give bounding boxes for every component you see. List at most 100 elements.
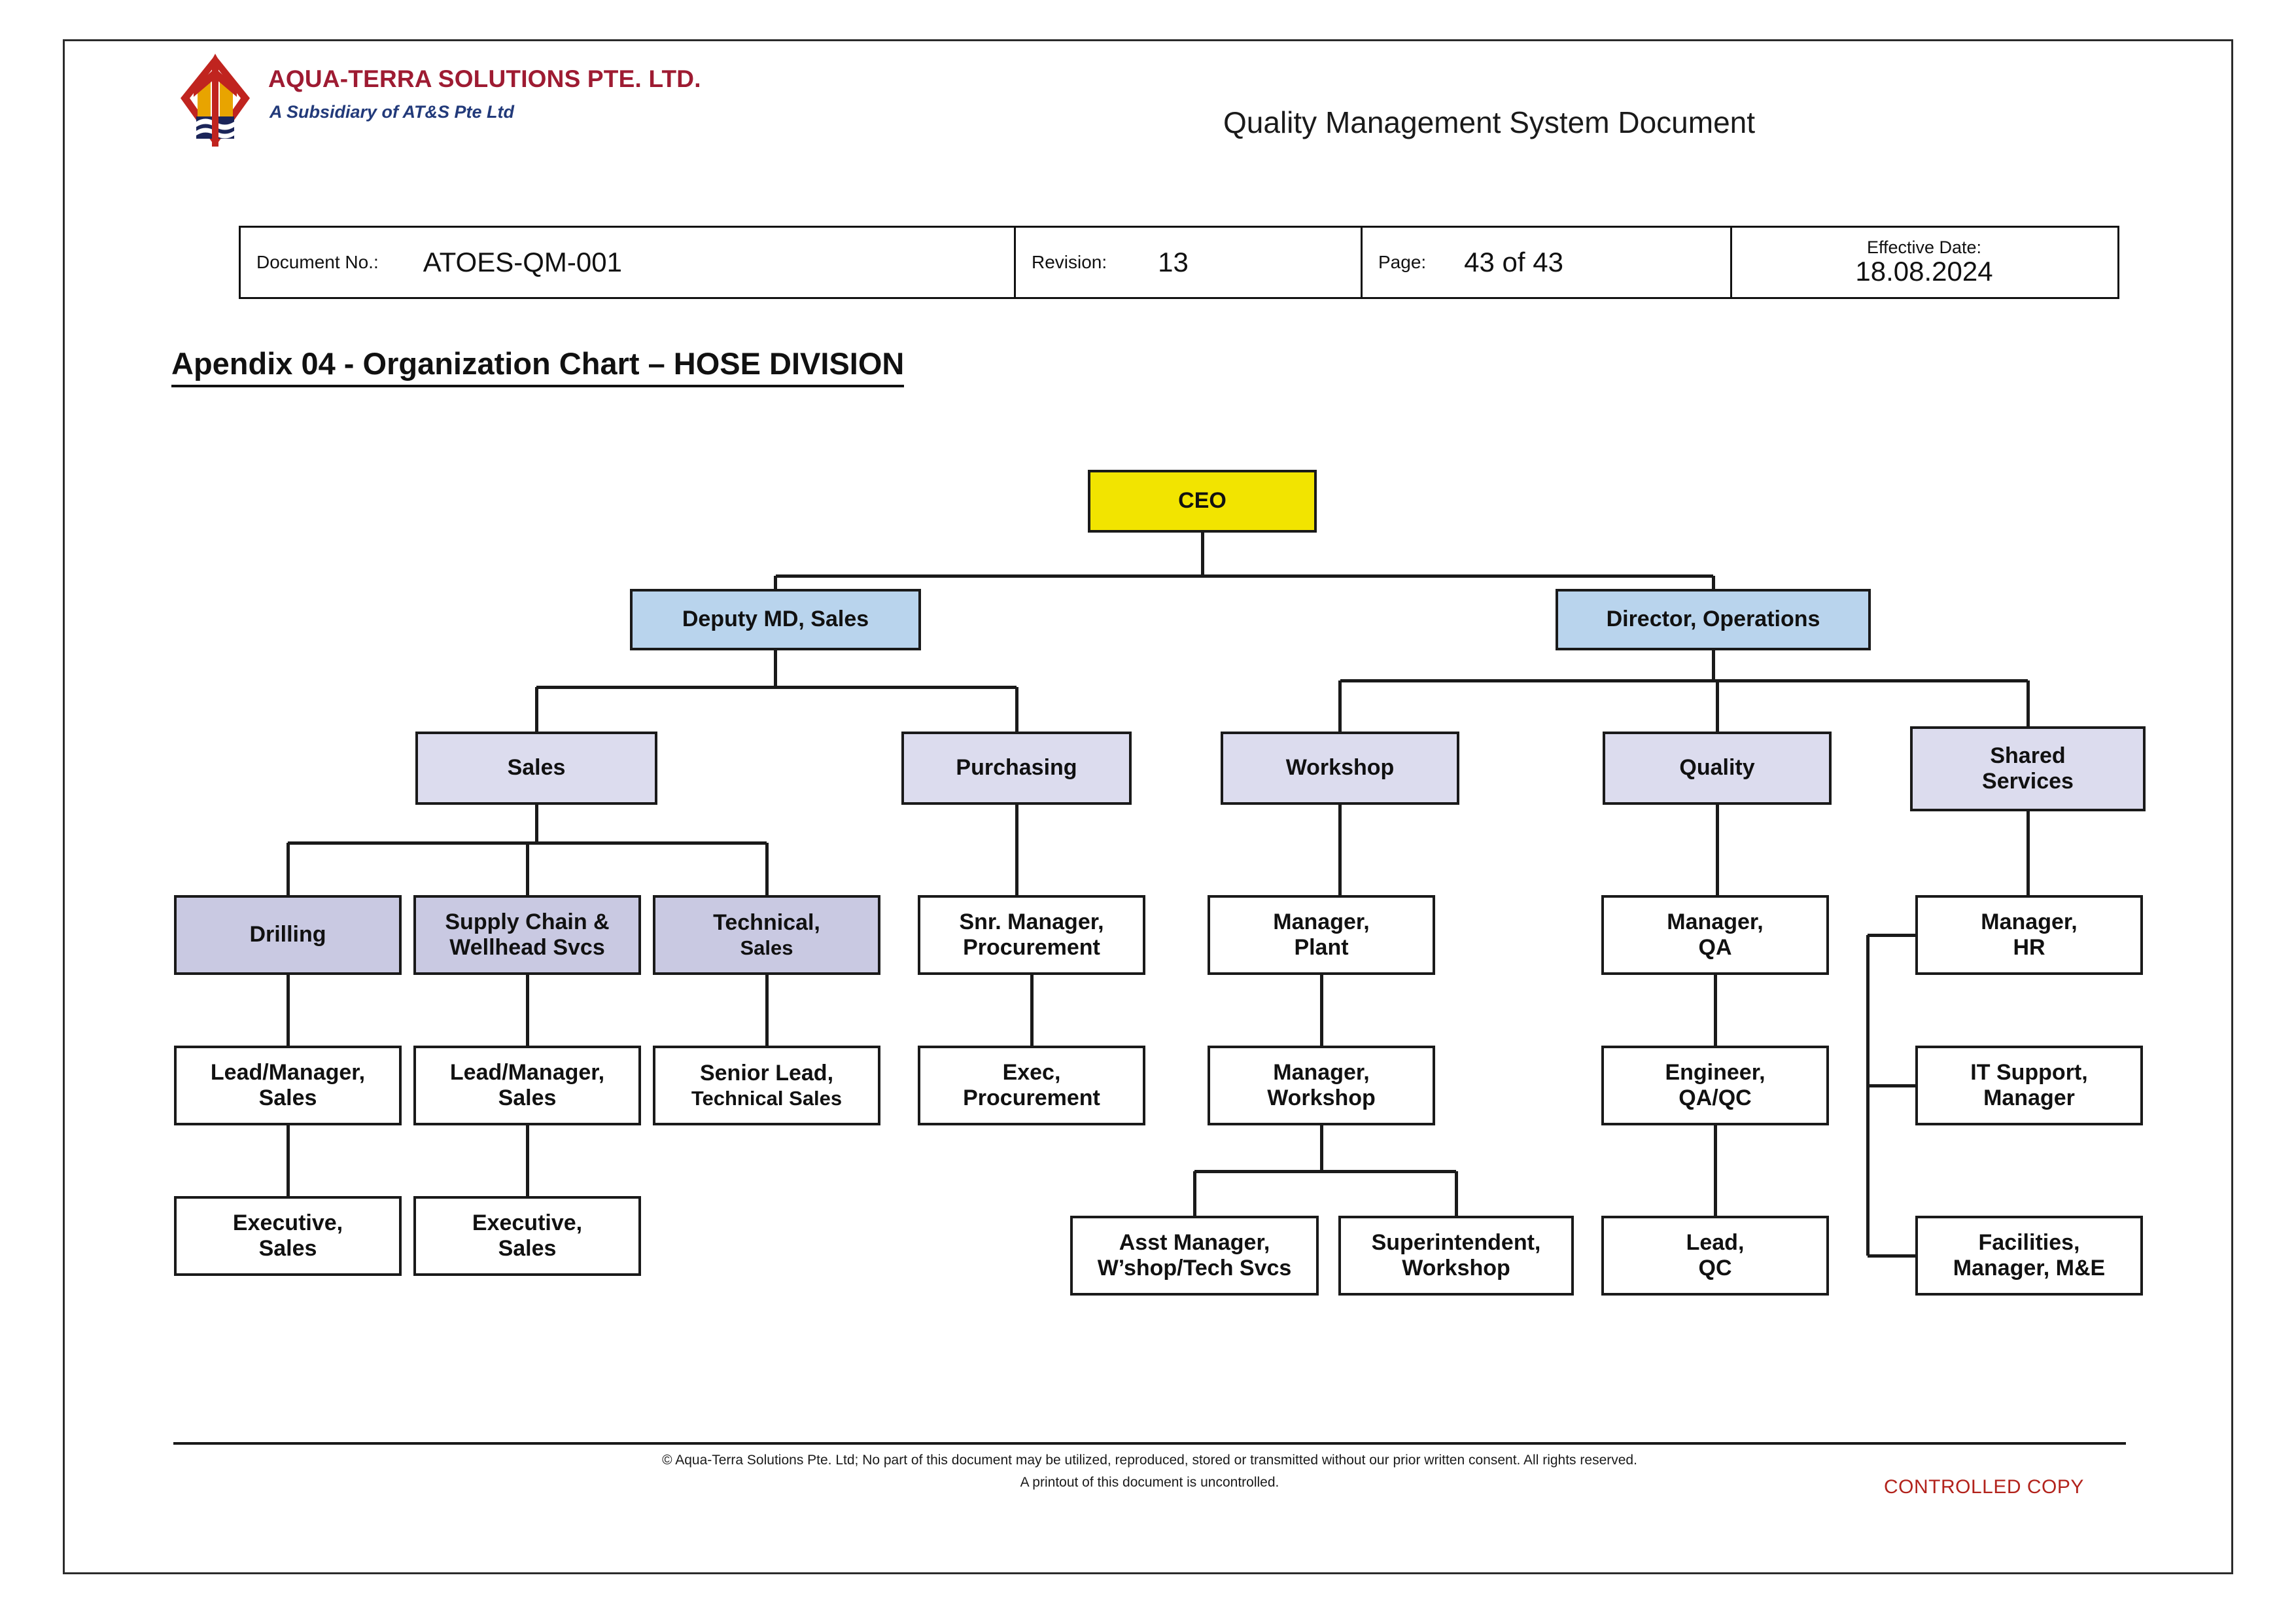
connector-to-deputy-md	[774, 576, 777, 589]
org-node-label-secondary: Sales	[259, 1236, 317, 1262]
org-node-label-primary: Snr. Manager,	[959, 909, 1104, 935]
connector-shared-services-bus	[1866, 935, 1870, 1256]
org-node-label-primary: Executive,	[233, 1210, 343, 1236]
org-node-label-secondary: Manager	[1983, 1086, 2075, 1111]
connector-mgr-plant-to-mgr-wshop	[1320, 975, 1323, 1046]
connector-director-ops-stem	[1712, 650, 1715, 680]
connector-to-technical	[765, 843, 769, 895]
org-node-mgr-wshop: Manager,Workshop	[1208, 1046, 1435, 1125]
org-node-label-primary: Quality	[1679, 755, 1754, 781]
org-node-label-secondary: HR	[2013, 935, 2045, 961]
org-node-label-secondary: QC	[1699, 1256, 1732, 1281]
org-node-label-secondary: W’shop/Tech Svcs	[1098, 1256, 1292, 1281]
org-node-label-secondary: QA/QC	[1679, 1086, 1751, 1111]
connector-purchasing-to-snr-proc	[1015, 805, 1018, 895]
org-node-label-primary: Purchasing	[956, 755, 1077, 781]
org-node-eng-qaqc: Engineer,QA/QC	[1601, 1046, 1829, 1125]
connector-workshop-to-mgr-plant	[1338, 805, 1342, 895]
org-node-lead-drill: Lead/Manager,Sales	[174, 1046, 402, 1125]
connector-bus-to-hr	[1868, 934, 1915, 937]
org-node-label-secondary: Workshop	[1402, 1256, 1510, 1281]
connector-director-ops-bus	[1340, 679, 2028, 682]
org-node-lead-supply: Lead/Manager,Sales	[413, 1046, 641, 1125]
org-node-label-secondary: QA	[1699, 935, 1732, 961]
connector-to-superintendent	[1455, 1171, 1458, 1216]
connector-supply-to-lead-supply	[526, 975, 529, 1046]
connector-mgr-qa-to-eng-qaqc	[1714, 975, 1717, 1046]
org-node-label-secondary: Wellhead Svcs	[449, 935, 605, 961]
footer-copyright: © Aqua-Terra Solutions Pte. Ltd; No part…	[173, 1453, 2126, 1468]
org-node-label-primary: Technical,	[713, 910, 820, 936]
footer-divider	[173, 1442, 2126, 1445]
org-node-label-primary: IT Support,	[1970, 1060, 2087, 1086]
connector-technical-to-snr-lead	[765, 975, 769, 1046]
org-node-dir-ops: Director, Operations	[1556, 589, 1871, 650]
org-node-exec-proc: Exec,Procurement	[918, 1046, 1145, 1125]
connector-drilling-to-lead-drill	[287, 975, 290, 1046]
org-node-label-primary: Shared	[1990, 743, 2065, 769]
org-node-label-primary: Lead/Manager,	[211, 1060, 365, 1086]
connector-shared-to-hr	[2026, 811, 2030, 895]
org-node-label-primary: Supply Chain &	[445, 909, 609, 935]
connector-lead-drill-to-exec-s1	[287, 1125, 290, 1196]
org-node-exec-s1: Executive,Sales	[174, 1196, 402, 1276]
org-node-it-support: IT Support,Manager	[1915, 1046, 2143, 1125]
connector-to-shared	[2026, 680, 2030, 726]
org-node-asst-mgr: Asst Manager,W’shop/Tech Svcs	[1070, 1216, 1319, 1296]
connector-ceo-bus	[776, 574, 1714, 578]
connector-bus-to-facilities	[1868, 1254, 1915, 1258]
org-node-label-primary: Manager,	[1273, 1060, 1369, 1086]
org-node-label-primary: CEO	[1178, 488, 1226, 514]
connector-deputy-md-stem	[774, 650, 777, 687]
connector-lead-supply-to-exec-s2	[526, 1125, 529, 1196]
org-node-snr-proc: Snr. Manager,Procurement	[918, 895, 1145, 975]
org-node-label-secondary: Plant	[1294, 935, 1348, 961]
org-node-label-secondary: Sales	[740, 936, 793, 960]
connector-snr-proc-to-exec-proc	[1030, 975, 1034, 1046]
org-node-shared: SharedServices	[1910, 726, 2146, 811]
org-node-label-primary: Lead,	[1686, 1230, 1745, 1256]
org-node-drilling: Drilling	[174, 895, 402, 975]
org-node-label-primary: Manager,	[1667, 909, 1763, 935]
connector-to-asst-manager	[1193, 1171, 1196, 1216]
org-node-quality: Quality	[1603, 732, 1832, 805]
org-node-label-primary: Facilities,	[1979, 1230, 2080, 1256]
org-node-label-secondary: Sales	[498, 1236, 557, 1262]
org-node-label-primary: Director, Operations	[1607, 607, 1820, 632]
connector-to-workshop	[1338, 680, 1342, 732]
org-node-sales: Sales	[415, 732, 657, 805]
connector-sales-stem	[535, 805, 538, 843]
org-node-dep-md: Deputy MD, Sales	[630, 589, 921, 650]
org-node-workshop: Workshop	[1221, 732, 1459, 805]
connector-ceo-stem	[1201, 533, 1204, 576]
connector-to-sales	[535, 687, 538, 732]
org-node-label-primary: Lead/Manager,	[450, 1060, 604, 1086]
org-node-label-primary: Workshop	[1286, 755, 1395, 781]
org-node-label-secondary: Procurement	[963, 1086, 1100, 1111]
org-node-label-primary: Deputy MD, Sales	[682, 607, 869, 632]
org-node-purchasing: Purchasing	[901, 732, 1132, 805]
org-node-ceo: CEO	[1088, 470, 1317, 533]
org-node-snr-lead: Senior Lead,Technical Sales	[653, 1046, 880, 1125]
footer-uncontrolled-note: A printout of this document is uncontrol…	[173, 1475, 2126, 1491]
connector-mgr-workshop-bus	[1194, 1170, 1456, 1173]
org-node-facilities: Facilities,Manager, M&E	[1915, 1216, 2143, 1296]
org-node-label-primary: Drilling	[249, 922, 326, 947]
org-node-label-primary: Asst Manager,	[1119, 1230, 1270, 1256]
org-node-label-secondary: Technical Sales	[691, 1087, 842, 1110]
org-node-label-primary: Superintendent,	[1372, 1230, 1541, 1256]
connector-mgr-workshop-stem	[1320, 1125, 1323, 1171]
connector-to-drilling	[287, 843, 290, 895]
org-node-supply: Supply Chain &Wellhead Svcs	[413, 895, 641, 975]
org-node-mgr-hr: Manager,HR	[1915, 895, 2143, 975]
org-node-label-primary: Manager,	[1981, 909, 2077, 935]
org-node-superint: Superintendent,Workshop	[1338, 1216, 1574, 1296]
connector-deputy-md-bus	[536, 686, 1017, 689]
org-node-label-secondary: Sales	[259, 1086, 317, 1111]
connector-to-quality	[1716, 680, 1719, 732]
org-node-lead-qc: Lead,QC	[1601, 1216, 1829, 1296]
org-node-label-primary: Engineer,	[1665, 1060, 1765, 1086]
org-node-label-primary: Senior Lead,	[700, 1061, 833, 1086]
